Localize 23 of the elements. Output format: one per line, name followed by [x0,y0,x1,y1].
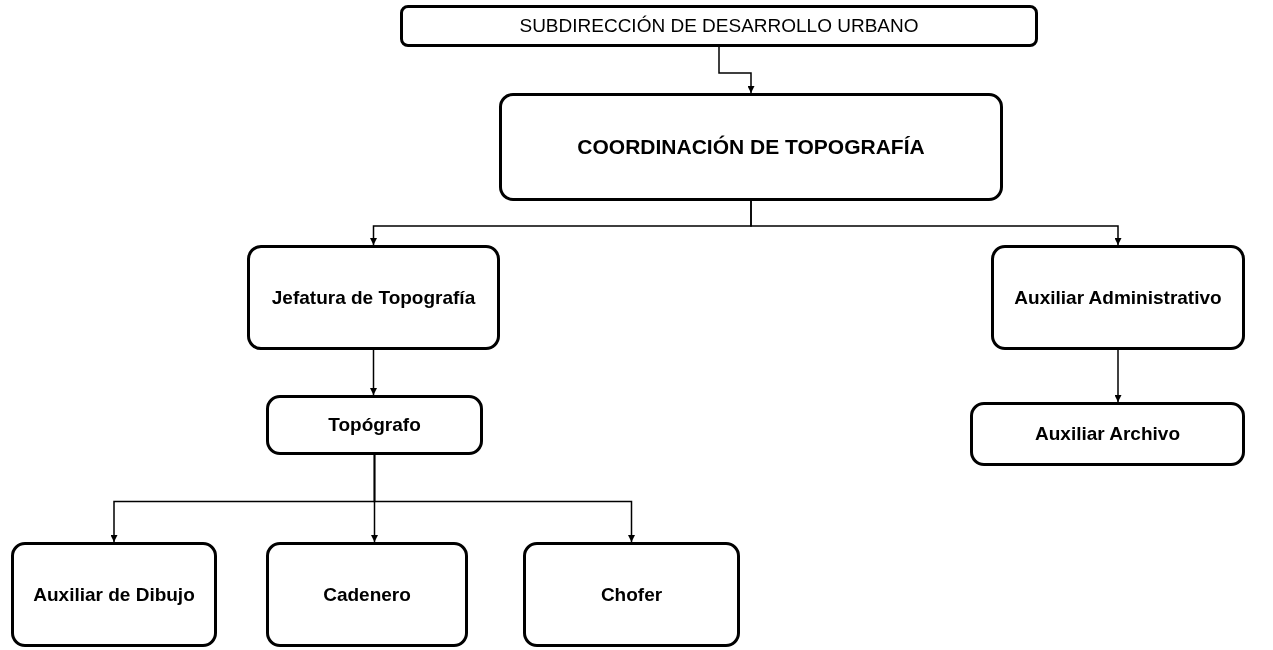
box-label: Jefatura de Topografía [271,286,476,309]
org-box [991,245,1245,350]
box-label: SUBDIRECCIÓN DE DESARROLLO URBANO [519,15,919,37]
org-box [970,402,1245,466]
org-box [266,542,468,647]
box-label: Chofer [600,583,663,606]
org-box [247,245,500,350]
org-box [11,542,217,647]
org-box [523,542,740,647]
arrow [750,200,1122,246]
org-box [499,93,1003,201]
arrow [1114,349,1122,403]
box-label: Auxiliar de Dibujo [33,583,195,606]
arrow [370,349,377,396]
org-box [266,395,483,455]
box-label: COORDINACIÓN DE TOPOGRAFÍA [577,135,925,159]
arrow [373,454,635,543]
arrow [718,46,755,94]
box-label: Auxiliar Archivo [1035,423,1180,445]
box-label: Auxiliar Administrativo [1014,286,1222,309]
header-box [400,5,1038,47]
box-label: Cadenero [323,583,411,606]
box-label: Topógrafo [328,414,421,436]
